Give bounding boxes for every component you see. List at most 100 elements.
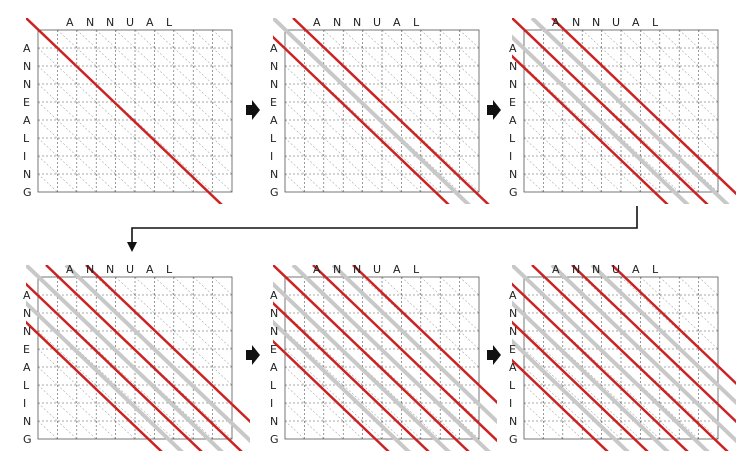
side-letter: A bbox=[23, 114, 31, 127]
side-letter: A bbox=[509, 361, 517, 374]
side-letter: A bbox=[270, 361, 278, 374]
red-diagonal bbox=[512, 320, 649, 451]
right-arrow-icon bbox=[246, 345, 260, 365]
gray-diagonal bbox=[590, 265, 736, 406]
top-letter: N bbox=[86, 263, 94, 276]
side-letter: G bbox=[270, 433, 279, 446]
top-letter: A bbox=[552, 16, 560, 29]
gray-diagonal bbox=[512, 338, 630, 451]
gray-diagonal bbox=[273, 281, 451, 451]
top-letter: U bbox=[126, 16, 134, 29]
wrap-arrow-icon bbox=[127, 206, 638, 252]
top-letter: L bbox=[652, 263, 659, 276]
side-letter: N bbox=[270, 60, 278, 73]
top-letter: N bbox=[353, 263, 361, 276]
gray-diagonal bbox=[273, 319, 411, 451]
side-letter: G bbox=[23, 186, 32, 199]
side-letter: I bbox=[270, 397, 273, 410]
side-letter: A bbox=[270, 42, 278, 55]
top-letter: A bbox=[66, 16, 74, 29]
side-letter: N bbox=[509, 307, 517, 320]
red-diagonal bbox=[273, 35, 450, 204]
grid bbox=[37, 29, 233, 193]
top-letter: N bbox=[592, 16, 600, 29]
side-letter: L bbox=[23, 132, 30, 145]
side-letter: N bbox=[23, 307, 31, 320]
side-letter: L bbox=[270, 132, 277, 145]
right-arrow-icon bbox=[487, 100, 501, 120]
side-letter: L bbox=[23, 379, 30, 392]
gray-diagonal bbox=[291, 265, 491, 451]
side-letter: A bbox=[509, 114, 517, 127]
top-letter: A bbox=[393, 263, 401, 276]
red-diagonal bbox=[273, 301, 430, 451]
side-letter: E bbox=[23, 343, 30, 356]
side-letter: G bbox=[509, 186, 518, 199]
top-letter: A bbox=[313, 16, 321, 29]
diagonal-bands bbox=[26, 18, 223, 204]
top-letter: N bbox=[333, 16, 341, 29]
gray-diagonal bbox=[512, 265, 710, 451]
red-diagonal bbox=[85, 265, 250, 424]
gray-diagonal bbox=[26, 300, 184, 451]
side-letter: I bbox=[509, 150, 512, 163]
side-letter: N bbox=[270, 168, 278, 181]
top-letter: N bbox=[333, 263, 341, 276]
diagonal-bands bbox=[273, 18, 490, 204]
side-letter: L bbox=[509, 132, 516, 145]
side-letter: N bbox=[23, 325, 31, 338]
red-diagonal bbox=[512, 18, 709, 204]
red-diagonal bbox=[352, 265, 497, 405]
top-letter: A bbox=[632, 16, 640, 29]
red-diagonal bbox=[273, 339, 390, 451]
side-letter: A bbox=[23, 42, 31, 55]
side-letter: I bbox=[23, 150, 26, 163]
side-letter: N bbox=[509, 60, 517, 73]
gray-diagonal bbox=[331, 265, 497, 425]
gray-diagonal bbox=[512, 34, 690, 204]
side-letter: N bbox=[23, 60, 31, 73]
top-letter: U bbox=[373, 16, 381, 29]
side-letter: I bbox=[23, 397, 26, 410]
side-letter: N bbox=[509, 168, 517, 181]
side-letter: N bbox=[509, 325, 517, 338]
side-letter: N bbox=[23, 168, 31, 181]
side-letter: A bbox=[509, 289, 517, 302]
side-letter: E bbox=[23, 96, 30, 109]
diagonal-bands bbox=[512, 18, 736, 204]
gray-diagonal bbox=[64, 265, 250, 444]
top-letter: A bbox=[552, 263, 560, 276]
side-letter: A bbox=[509, 42, 517, 55]
side-letter: A bbox=[23, 289, 31, 302]
red-diagonal bbox=[26, 320, 163, 451]
side-letter: E bbox=[509, 343, 516, 356]
top-letter: L bbox=[652, 16, 659, 29]
top-letter: N bbox=[106, 16, 114, 29]
top-letter: U bbox=[612, 263, 620, 276]
red-diagonal bbox=[512, 358, 609, 451]
side-letter: A bbox=[23, 361, 31, 374]
top-letter: A bbox=[66, 263, 74, 276]
top-letter: U bbox=[612, 16, 620, 29]
side-letter: N bbox=[270, 307, 278, 320]
side-letter: E bbox=[270, 96, 277, 109]
red-diagonal bbox=[571, 265, 736, 424]
side-letter: N bbox=[270, 325, 278, 338]
red-diagonal bbox=[512, 54, 669, 204]
top-letter: L bbox=[166, 16, 173, 29]
red-diagonal bbox=[45, 265, 243, 451]
red-diagonal bbox=[551, 18, 736, 196]
top-letter: N bbox=[572, 16, 580, 29]
side-letter: N bbox=[270, 78, 278, 91]
side-letter: E bbox=[270, 343, 277, 356]
gray-diagonal bbox=[512, 300, 670, 451]
top-letter: A bbox=[393, 16, 401, 29]
gray-diagonal bbox=[550, 265, 736, 444]
red-diagonal bbox=[26, 18, 223, 204]
red-diagonal bbox=[292, 18, 490, 204]
